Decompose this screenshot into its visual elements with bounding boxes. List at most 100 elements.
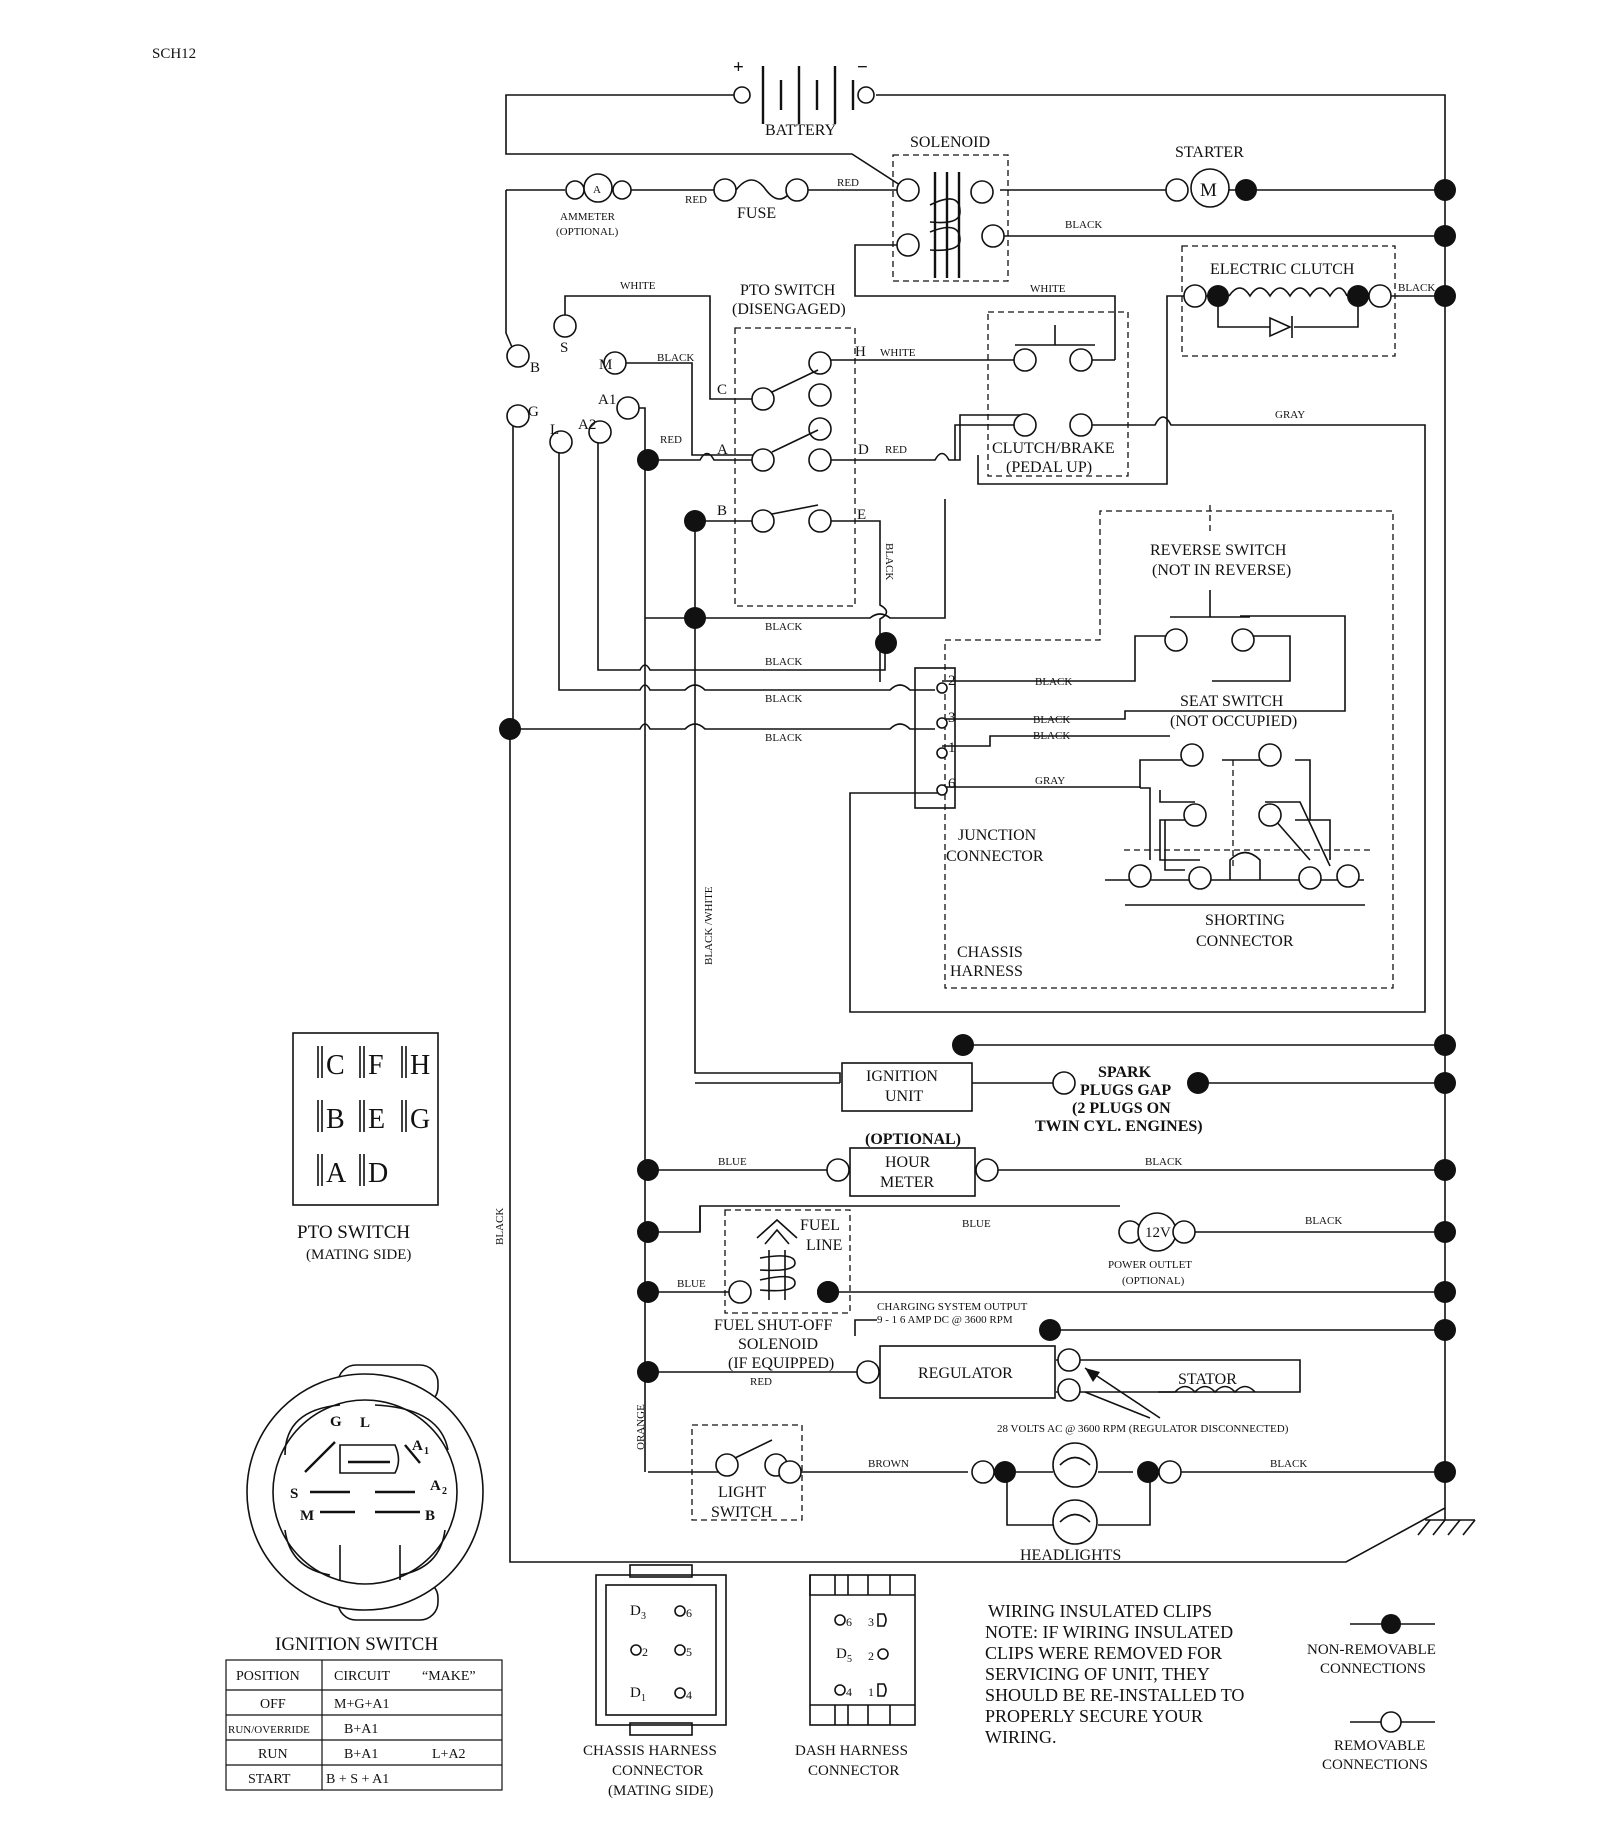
- junction-pin-6: 6: [948, 776, 956, 792]
- note-line-1: WIRING INSULATED CLIPS: [988, 1601, 1212, 1621]
- ignition-unit: IGNITION UNIT: [841, 1062, 973, 1112]
- wire-label-black-jc1: BLACK: [1033, 730, 1070, 742]
- table-header-circuit: CIRCUIT: [334, 1669, 390, 1684]
- ignition-table: POSITION CIRCUIT “MAKE” OFF M+G+A1 RUN/O…: [225, 1659, 503, 1791]
- clutch-brake-label: CLUTCH/BRAKE: [992, 440, 1115, 457]
- ign-terminal-l: L: [550, 422, 559, 438]
- pto-terminal-c: C: [717, 382, 727, 398]
- ammeter-optional: (OPTIONAL): [556, 226, 619, 238]
- chassis-harness-connector: D 3 6 2 5 D 1 4 CHASSIS HARNESS CONNECTO…: [583, 1564, 727, 1799]
- legend-removable-2: CONNECTIONS: [1322, 1757, 1428, 1773]
- solenoid-label: SOLENOID: [910, 134, 990, 151]
- note-line-5: SHOULD BE RE-INSTALLED TO: [985, 1685, 1244, 1705]
- ign-face-m: M: [300, 1508, 314, 1524]
- wire-label-red-d: RED: [885, 444, 907, 456]
- seat-switch: SEAT SWITCH (NOT OCCUPIED): [1170, 693, 1297, 827]
- chassis-pin-6: 6: [686, 1606, 692, 1620]
- reverse-switch-state: (NOT IN REVERSE): [1152, 562, 1291, 579]
- chassis-pin-d1: D: [630, 1685, 641, 1701]
- dashed-enclosures: [691, 154, 1396, 1521]
- wire-label-black-e: BLACK: [883, 543, 895, 580]
- hour-meter: (OPTIONAL) HOUR METER: [826, 1131, 999, 1197]
- spark-label-4: TWIN CYL. ENGINES): [1035, 1118, 1203, 1135]
- table-row-override-circuit: B+A1: [344, 1722, 378, 1737]
- headlights: HEADLIGHTS: [971, 1442, 1182, 1564]
- pto-mating-c: C: [326, 1050, 345, 1081]
- note-line-6: PROPERLY SECURE YOUR: [985, 1706, 1203, 1726]
- fuse-label: FUSE: [737, 205, 776, 222]
- junction-pin-3: 3: [948, 710, 956, 726]
- ignition-unit-label-1: IGNITION: [866, 1068, 938, 1085]
- hour-meter-label-2: METER: [880, 1174, 935, 1191]
- dash-pin-3: 3: [868, 1615, 874, 1629]
- ign-terminal-b: B: [530, 360, 540, 376]
- wire-label-black-solenoid: BLACK: [1065, 219, 1102, 231]
- table-row-run-position: RUN: [258, 1747, 288, 1762]
- wire-label-black-jc3: BLACK: [1033, 714, 1070, 726]
- spark-label-3: (2 PLUGS ON: [1072, 1100, 1171, 1117]
- ign-face-s: S: [290, 1486, 298, 1502]
- wire-label-white-1: WHITE: [620, 280, 656, 292]
- fuel-solenoid-label-2: SOLENOID: [738, 1336, 818, 1353]
- fuel-line-label-1: FUEL: [800, 1217, 840, 1234]
- hour-meter-optional: (OPTIONAL): [865, 1131, 961, 1148]
- chassis-harness-label-2: HARNESS: [950, 963, 1023, 980]
- dash-pin-4: 4: [846, 1685, 852, 1699]
- fuel-solenoid: FUEL LINE FUEL SHUT-OFF SOLENOID (IF EQU…: [714, 1217, 842, 1372]
- seat-switch-label: SEAT SWITCH: [1180, 693, 1284, 710]
- starter-label: STARTER: [1175, 144, 1244, 161]
- pto-mating-e: E: [368, 1104, 385, 1135]
- junction-pin-1: 1: [948, 740, 956, 756]
- pto-terminal-b: B: [717, 503, 727, 519]
- battery-plus-sign: +: [733, 57, 744, 78]
- chassis-connector-title-3: (MATING SIDE): [608, 1783, 713, 1799]
- power-outlet: 12V POWER OUTLET (OPTIONAL): [1108, 1212, 1196, 1287]
- note-line-3: CLIPS WERE REMOVED FOR: [985, 1643, 1222, 1663]
- light-switch: LIGHT SWITCH: [711, 1439, 802, 1521]
- pto-mating-d: D: [368, 1158, 388, 1189]
- ammeter-label: AMMETER: [560, 211, 616, 223]
- wire-label-gray-jc6: GRAY: [1035, 775, 1065, 787]
- ignition-unit-label-2: UNIT: [885, 1088, 923, 1105]
- charging-output-1: CHARGING SYSTEM OUTPUT: [877, 1301, 1028, 1313]
- charging-output-2: 9 - 1 6 AMP DC @ 3600 RPM: [877, 1314, 1013, 1326]
- ammeter: A AMMETER (OPTIONAL): [556, 173, 632, 238]
- battery: + − BATTERY: [733, 57, 875, 139]
- legend-removable-1: REMOVABLE: [1334, 1738, 1425, 1754]
- schematic-code: SCH12: [152, 46, 196, 62]
- table-row-override-position: RUN/OVERRIDE: [228, 1724, 310, 1736]
- shorting-connector: SHORTING CONNECTOR: [1128, 851, 1360, 950]
- dash-pin-d5: D: [836, 1646, 847, 1662]
- dash-harness-connector: 6 3 D 5 2 4 1 DASH HARNESS CONNECTOR: [795, 1574, 916, 1779]
- pto-terminal-h: H: [855, 344, 866, 360]
- wire-label-black-d: BLACK: [765, 732, 802, 744]
- clutch-brake-switch: CLUTCH/BRAKE (PEDAL UP): [992, 325, 1115, 476]
- dash-pin-6: 6: [846, 1615, 852, 1629]
- power-outlet-optional: (OPTIONAL): [1122, 1275, 1185, 1287]
- power-outlet-symbol: 12V: [1145, 1225, 1171, 1241]
- non-removable-dots: [499, 179, 1456, 1483]
- table-row-off-position: OFF: [260, 1697, 286, 1712]
- wire-label-black-a: BLACK: [765, 621, 802, 633]
- spark-label-2: PLUGS GAP: [1080, 1082, 1171, 1099]
- chassis-pin-2: 2: [642, 1645, 648, 1659]
- table-row-run-circuit: B+A1: [344, 1747, 378, 1762]
- reverse-switch-label: REVERSE SWITCH: [1150, 542, 1287, 559]
- ignition-switch-title: IGNITION SWITCH: [275, 1634, 438, 1655]
- table-row-start-position: START: [248, 1772, 291, 1787]
- chassis-connector-title-1: CHASSIS HARNESS: [583, 1743, 717, 1759]
- fuse: FUSE: [713, 178, 809, 222]
- reverse-switch: REVERSE SWITCH (NOT IN REVERSE): [1150, 542, 1291, 652]
- solenoid: SOLENOID: [896, 134, 1005, 278]
- wire-label-blue-1: BLUE: [718, 1156, 747, 1168]
- wire-label-gray-1: GRAY: [1275, 409, 1305, 421]
- ign-terminal-g: G: [528, 404, 539, 420]
- wire-label-black-m: BLACK: [657, 352, 694, 364]
- pto-mating-a: A: [326, 1158, 347, 1189]
- table-header-make: “MAKE”: [422, 1669, 476, 1684]
- wire-label-black-c: BLACK: [765, 693, 802, 705]
- wire-label-black-clutch: BLACK: [1398, 282, 1435, 294]
- fuel-line-label-2: LINE: [806, 1237, 842, 1254]
- fuel-solenoid-label-3: (IF EQUIPPED): [728, 1355, 834, 1372]
